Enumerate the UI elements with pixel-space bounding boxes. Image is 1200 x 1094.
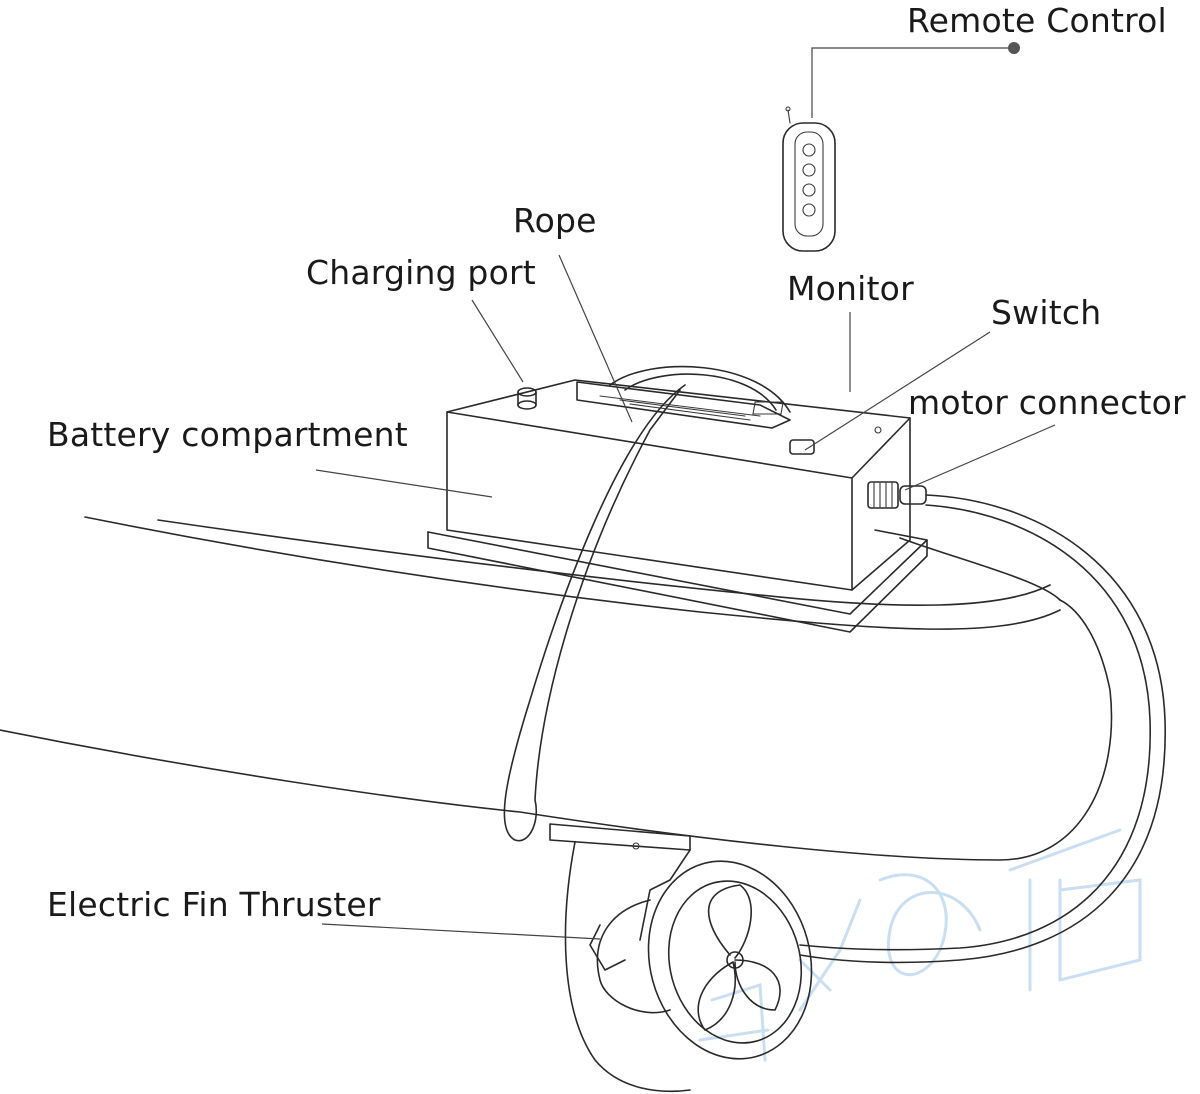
label-switch: Switch <box>991 293 1102 332</box>
watermark-logo <box>698 828 1142 1062</box>
label-monitor: Monitor <box>787 269 914 308</box>
label-rope: Rope <box>513 201 597 240</box>
rope-strand <box>503 384 686 842</box>
label-electric-fin-thruster: Electric Fin Thruster <box>47 885 381 924</box>
motor-cable <box>799 494 1166 964</box>
label-charging-port: Charging port <box>306 253 536 292</box>
switch-button <box>789 439 815 455</box>
remote-control-device <box>782 106 836 252</box>
leader-lines <box>315 42 1056 940</box>
charging-port-knob <box>517 387 537 410</box>
handle <box>576 365 791 429</box>
boat-hull <box>0 516 1113 861</box>
label-remote-control: Remote Control <box>907 1 1167 40</box>
electric-fin-thruster-drawing <box>589 860 813 1060</box>
label-battery-compartment: Battery compartment <box>47 415 408 454</box>
fin-mount <box>549 823 691 1093</box>
label-motor-connector: motor connector <box>908 383 1186 422</box>
battery-compartment-box <box>427 379 928 633</box>
motor-connector-plug <box>867 481 927 509</box>
